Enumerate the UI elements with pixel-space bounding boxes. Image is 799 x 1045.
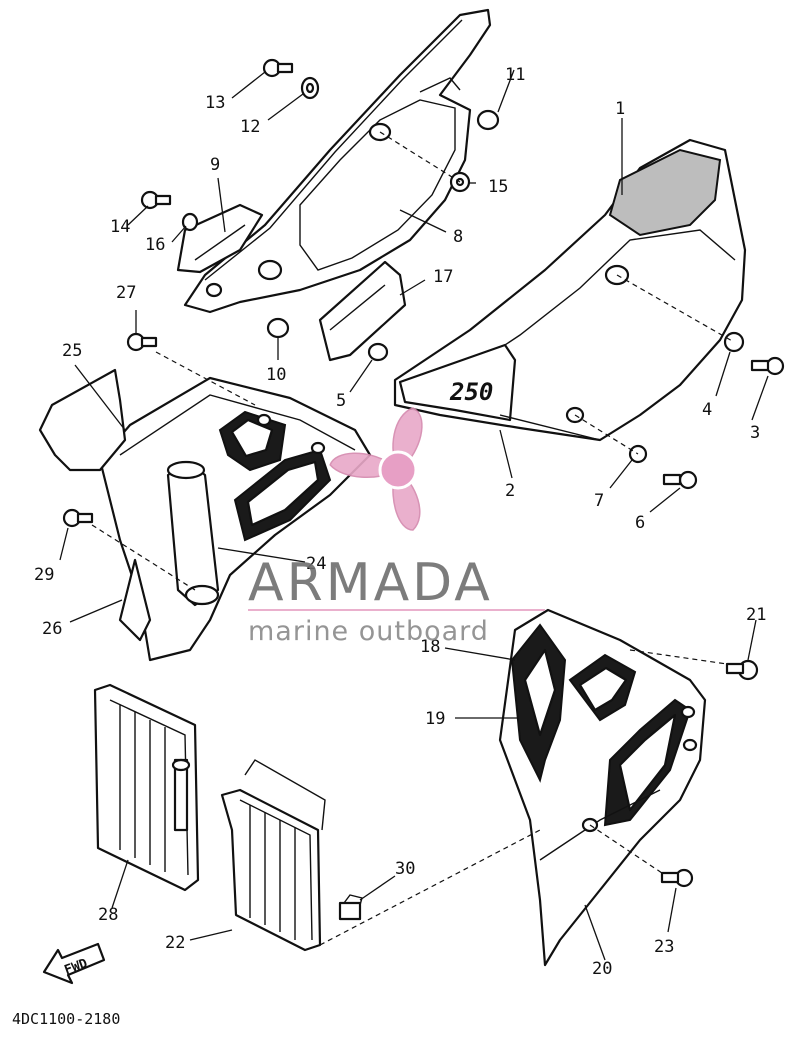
- callout-24: 24: [306, 554, 326, 574]
- callout-1: 1: [615, 99, 625, 119]
- callout-30: 30: [395, 859, 415, 879]
- watermark-tagline: marine outboard: [248, 616, 489, 647]
- washer-part-16: [181, 212, 199, 232]
- radiator-guard-part-28: [93, 683, 200, 892]
- callout-11: 11: [505, 65, 525, 85]
- watermark: ARMADA marine outboard: [248, 407, 545, 647]
- bolt-part-29: [62, 508, 94, 528]
- fwd-arrow-icon: FWD: [42, 942, 106, 985]
- decal-part-9: [176, 203, 264, 274]
- side-cover-main-part-1: 250: [393, 138, 747, 442]
- callout-3: 3: [750, 423, 760, 443]
- decal-part-2: [398, 343, 517, 422]
- callout-4: 4: [702, 400, 712, 420]
- callout-18: 18: [420, 637, 440, 657]
- bolt-part-3: [750, 356, 785, 376]
- bolt-part-6: [662, 470, 698, 490]
- collar-part-5: [367, 342, 389, 362]
- callout-22: 22: [165, 933, 185, 953]
- decal-part-17: [318, 260, 407, 362]
- decal-part-25: [38, 368, 127, 472]
- collar-part-4: [723, 331, 745, 353]
- radiator-shroud-part-24: [98, 376, 372, 662]
- callout-17: 17: [433, 267, 453, 287]
- bolt-part-21: [725, 659, 759, 681]
- callout-21: 21: [746, 605, 766, 625]
- grommet-part-10: [266, 317, 290, 339]
- radiator-shroud-part-20: [498, 608, 707, 967]
- leader-lines: [59, 69, 769, 961]
- watermark-brand: ARMADA: [248, 553, 493, 613]
- decal-part-26: [118, 558, 152, 642]
- decal-250-text: 250: [449, 378, 493, 406]
- part-code: 4DC1100-2180: [12, 1010, 120, 1028]
- callout-13: 13: [205, 93, 225, 113]
- bolt-part-23: [660, 868, 694, 888]
- callout-8: 8: [453, 227, 463, 247]
- callout-23: 23: [654, 937, 674, 957]
- callout-15: 15: [488, 177, 508, 197]
- callout-7: 7: [594, 491, 604, 511]
- grommet-part-11: [476, 109, 500, 131]
- radiator-guard-part-22: [220, 759, 326, 952]
- callout-9: 9: [210, 155, 220, 175]
- bolt-part-13: [262, 58, 294, 78]
- clip-part-30: [338, 894, 363, 921]
- callout-numbers: 1 2 3 4 5 6 7 8 9 10 11 12 13 14 15 16 1…: [34, 65, 766, 979]
- callout-10: 10: [266, 365, 286, 385]
- propeller-logo-icon: [329, 407, 423, 531]
- callout-25: 25: [62, 341, 82, 361]
- callout-2: 2: [505, 481, 515, 501]
- callout-28: 28: [98, 905, 118, 925]
- assembly-lines: [91, 131, 735, 946]
- callout-26: 26: [42, 619, 62, 639]
- callout-16: 16: [145, 235, 165, 255]
- callout-27: 27: [116, 283, 136, 303]
- side-cover-upper-part-8: [183, 8, 492, 314]
- bolt-part-27: [126, 332, 158, 352]
- callout-5: 5: [336, 391, 346, 411]
- washer-part-12: [300, 76, 320, 100]
- callout-6: 6: [635, 513, 645, 533]
- callout-29: 29: [34, 565, 54, 585]
- callout-20: 20: [592, 959, 612, 979]
- callout-12: 12: [240, 117, 260, 137]
- bolt-part-14: [140, 190, 172, 210]
- callout-14: 14: [110, 217, 130, 237]
- callout-19: 19: [425, 709, 445, 729]
